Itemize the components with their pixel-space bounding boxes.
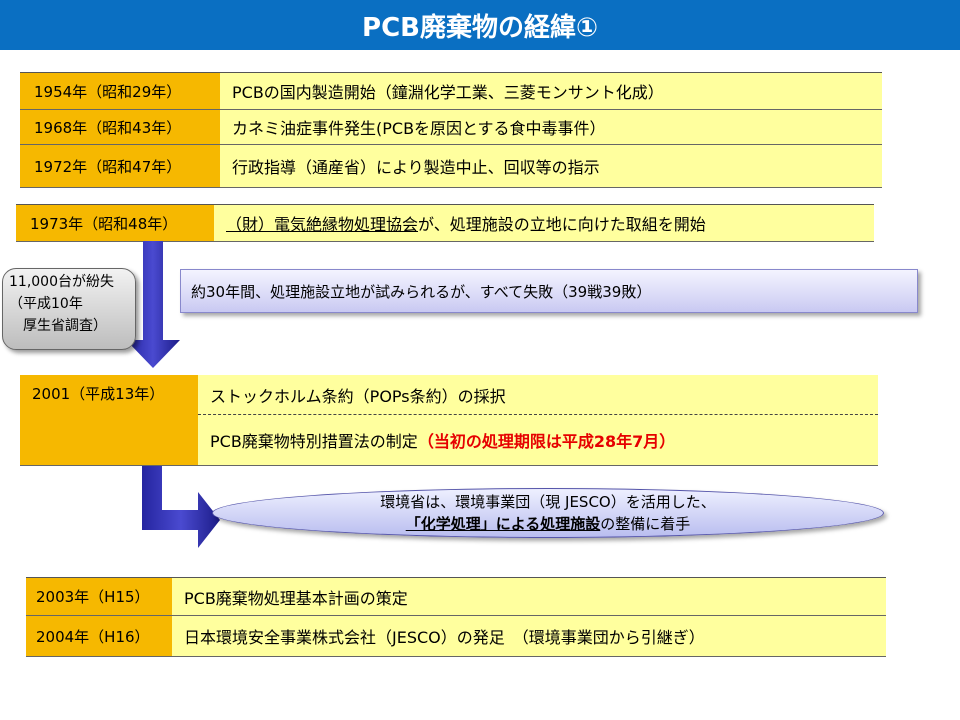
event-cell: PCBの国内製造開始（鐘淵化学工業、三菱モンサント化成） bbox=[220, 73, 882, 109]
event-text: PCB廃棄物特別措置法の制定 bbox=[210, 432, 418, 451]
event-cell: カネミ油症事件発生(PCBを原因とする食中毒事件） bbox=[220, 110, 882, 144]
organization-name: （財）電気絶縁物処理協会 bbox=[226, 215, 419, 234]
policy-ellipse: 環境省は、環境事業団（現 JESCO）を活用した、 「化学処理」による処理施設の… bbox=[212, 488, 884, 538]
event-cell: （財）電気絶縁物処理協会が、処理施設の立地に向けた取組を開始 bbox=[214, 205, 874, 241]
ellipse-text: の整備に着手 bbox=[600, 515, 691, 533]
event-cell: 行政指導（通産省）により製造中止、回収等の指示 bbox=[220, 145, 882, 187]
date-cell: 2001（平成13年） bbox=[20, 375, 198, 465]
event-cell: 日本環境安全事業株式会社（JESCO）の発足 （環境事業団から引継ぎ） bbox=[172, 616, 886, 656]
bent-arrow bbox=[142, 466, 220, 548]
history-table-3: 2001（平成13年） ストックホルム条約（POPs条約）の採択 PCB廃棄物特… bbox=[20, 375, 878, 466]
table-row: 1954年（昭和29年） PCBの国内製造開始（鐘淵化学工業、三菱モンサント化成… bbox=[20, 73, 882, 110]
deadline-note: （当初の処理期限は平成28年7月） bbox=[417, 432, 676, 451]
table-row: 1968年（昭和43年） カネミ油症事件発生(PCBを原因とする食中毒事件） bbox=[20, 110, 882, 145]
bubble-line: 厚生省調査） bbox=[23, 318, 107, 334]
page-title: PCB廃棄物の経緯① bbox=[0, 0, 960, 50]
history-table-1: 1954年（昭和29年） PCBの国内製造開始（鐘淵化学工業、三菱モンサント化成… bbox=[20, 72, 882, 188]
bubble-line: 11,000台が紛失 bbox=[9, 274, 114, 290]
date-cell: 1954年（昭和29年） bbox=[20, 73, 220, 109]
table-row: 2004年（H16） 日本環境安全事業株式会社（JESCO）の発足 （環境事業団… bbox=[26, 616, 886, 657]
date-cell: 2004年（H16） bbox=[26, 616, 172, 656]
history-table-4: 2003年（H15） PCB廃棄物処理基本計画の策定 2004年（H16） 日本… bbox=[26, 577, 886, 657]
event-cell: PCB廃棄物特別措置法の制定（当初の処理期限は平成28年7月） bbox=[198, 415, 878, 465]
missing-units-bubble: 11,000台が紛失 （平成10年 厚生省調査） bbox=[2, 268, 136, 350]
table-row: 1973年（昭和48年） （財）電気絶縁物処理協会が、処理施設の立地に向けた取組… bbox=[16, 205, 874, 242]
date-cell: 1973年（昭和48年） bbox=[16, 205, 214, 241]
bubble-line: （平成10年 bbox=[9, 296, 83, 312]
down-arrow bbox=[126, 241, 180, 368]
ellipse-line: 環境省は、環境事業団（現 JESCO）を活用した、 bbox=[380, 493, 716, 511]
failure-callout: 約30年間、処理施設立地が試みられるが、すべて失敗（39戦39敗） bbox=[180, 269, 918, 313]
event-text: が、処理施設の立地に向けた取組を開始 bbox=[418, 215, 706, 234]
ellipse-emphasis: 「化学処理」による処理施設 bbox=[405, 515, 601, 533]
event-cell: PCB廃棄物処理基本計画の策定 bbox=[172, 578, 886, 615]
history-table-2: 1973年（昭和48年） （財）電気絶縁物処理協会が、処理施設の立地に向けた取組… bbox=[16, 204, 874, 242]
date-cell: 1968年（昭和43年） bbox=[20, 110, 220, 144]
table-row: 1972年（昭和47年） 行政指導（通産省）により製造中止、回収等の指示 bbox=[20, 145, 882, 188]
event-cell: ストックホルム条約（POPs条約）の採択 bbox=[198, 375, 878, 415]
date-cell: 2003年（H15） bbox=[26, 578, 172, 615]
ellipse-line: 「化学処理」による処理施設の整備に着手 bbox=[213, 513, 883, 535]
table-row: 2003年（H15） PCB廃棄物処理基本計画の策定 bbox=[26, 578, 886, 616]
date-cell: 1972年（昭和47年） bbox=[20, 145, 220, 187]
